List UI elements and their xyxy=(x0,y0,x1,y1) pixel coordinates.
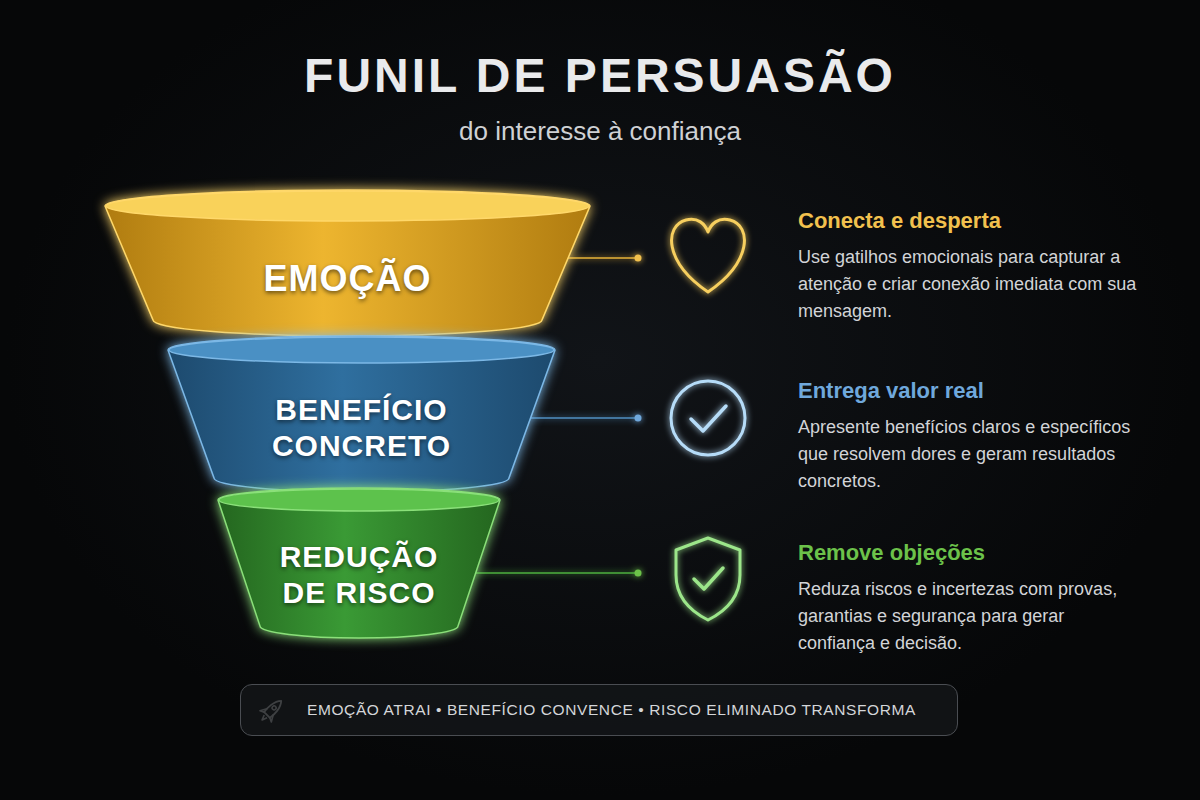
shield-icon xyxy=(676,538,740,620)
step-heading: Entrega valor real xyxy=(798,378,1188,404)
funnel-band: BENEFÍCIO CONCRETO xyxy=(168,336,555,492)
band-label: REDUÇÃO DE RISCO xyxy=(268,539,450,611)
step-heading: Remove objeções xyxy=(798,540,1188,566)
heart-icon xyxy=(672,219,745,292)
band-label: BENEFÍCIO CONCRETO xyxy=(222,392,501,464)
subtitle: do interesse à confiança xyxy=(0,112,1200,151)
band-label: EMOÇÃO xyxy=(264,257,432,300)
title: FUNIL DE PERSUASÃO xyxy=(0,48,1200,103)
funnel-band: REDUÇÃO DE RISCO xyxy=(218,488,500,638)
funnel-band: EMOÇÃO xyxy=(105,190,590,336)
step-body: Use gatilhos emocionais para capturar a … xyxy=(798,244,1143,325)
step-heading: Conecta e desperta xyxy=(798,208,1188,234)
step-body: Apresente benefícios claros e específico… xyxy=(798,414,1143,495)
check-icon xyxy=(671,381,745,455)
summary-text: EMOÇÃO ATRAI • BENEFÍCIO CONVENCE • RISC… xyxy=(307,701,916,719)
summary-pill: EMOÇÃO ATRAI • BENEFÍCIO CONVENCE • RISC… xyxy=(240,684,958,736)
step-body: Reduza riscos e incertezas com provas, g… xyxy=(798,576,1143,657)
